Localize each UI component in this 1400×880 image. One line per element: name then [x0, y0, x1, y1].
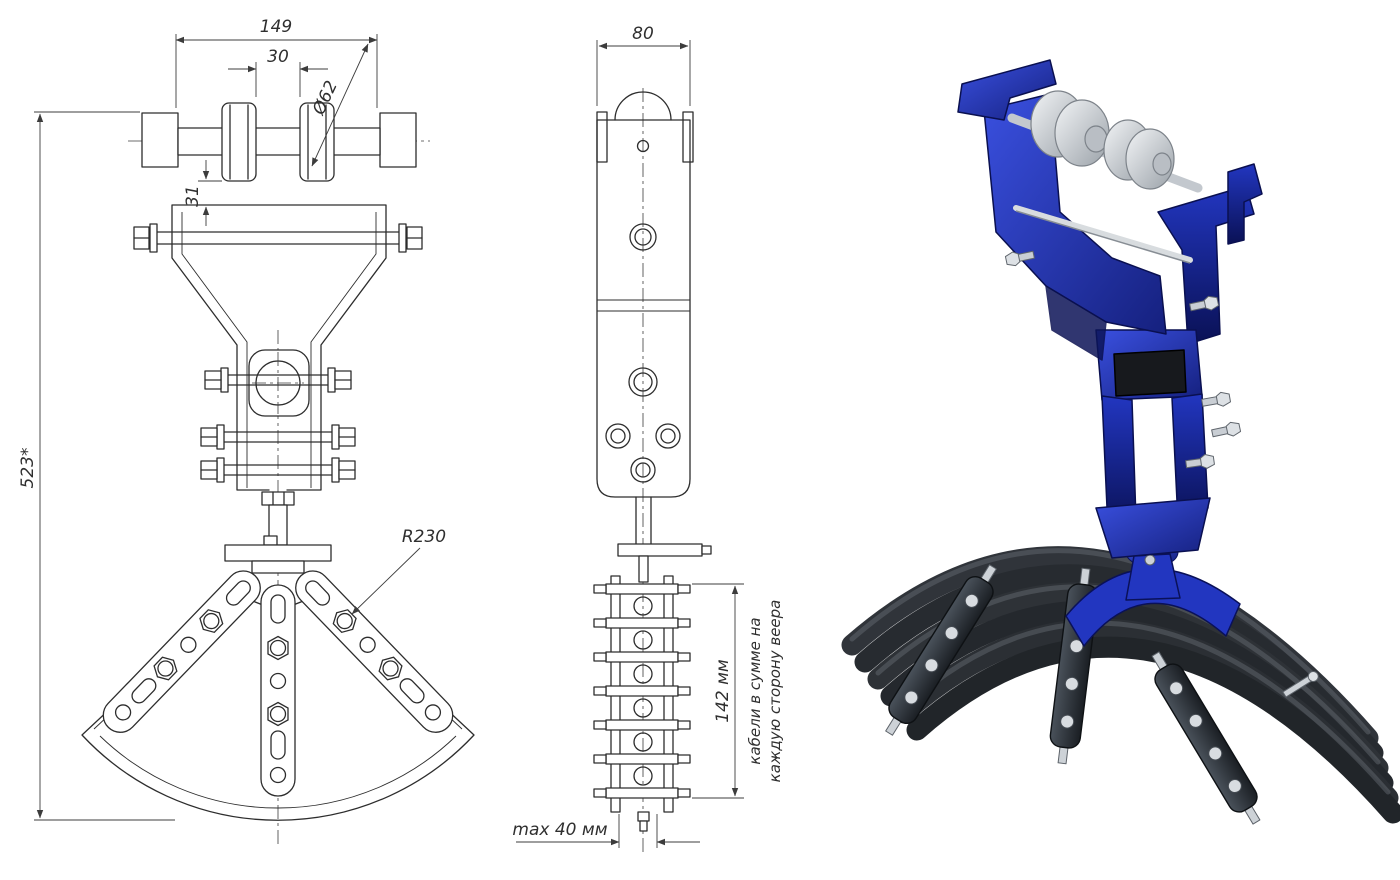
sheave: [248, 349, 310, 417]
side-roller-edge: [614, 91, 672, 153]
fan-strap-right: [288, 563, 461, 740]
roller-offset-label: 31: [183, 185, 203, 207]
clamp-cables: [633, 596, 653, 786]
leader-fan-radius: R230: [351, 527, 446, 615]
bolt-row-upper: [133, 223, 423, 253]
clamp-stack: [593, 575, 691, 832]
bracket-plate: [171, 204, 387, 491]
iso-rollers: [1007, 90, 1203, 193]
iso-swivel-nut: [1144, 554, 1156, 566]
dim-top-width: 149: [175, 17, 378, 108]
roller-gap-label: 30: [267, 47, 289, 67]
iso-right-tab: [1227, 163, 1263, 245]
iso-left-hook: [957, 59, 1057, 121]
iso-clevis-cap: [1095, 497, 1211, 559]
iso-inner-shadow: [1045, 285, 1107, 361]
iso-bracket: [957, 59, 1263, 559]
dim-roller-gap: 30: [228, 47, 328, 97]
top-width-label: 149: [260, 17, 292, 37]
iso-tie-rod: [1013, 205, 1193, 264]
side-top-width-label: 80: [632, 24, 654, 44]
note-line-2: каждую сторону веера: [766, 600, 784, 783]
dim-roller-offset: 31: [183, 160, 222, 226]
fan-radius-label: R230: [402, 527, 446, 547]
bolt-row-2: [200, 424, 356, 450]
dim-top-width-side: 80: [596, 24, 691, 106]
side-view: 80 142 мм кабели в сумме на каждую сторо…: [512, 24, 784, 856]
iso-end-bolt: [1282, 670, 1319, 698]
iso-cables: [841, 546, 1400, 824]
axle-assembly: [141, 102, 417, 182]
iso-view: [841, 59, 1400, 831]
bolt-row-3: [200, 457, 356, 483]
overall-height-label: 523*: [18, 448, 38, 489]
bolt-row-1: [204, 367, 352, 393]
max-bundle-width-label: max 40 мм: [512, 820, 607, 840]
iso-rubber-block: [1113, 349, 1187, 397]
fan-strap-left: [95, 563, 268, 740]
dim-max-bundle-width: max 40 мм: [512, 814, 700, 848]
dim-overall-height: 523*: [18, 111, 175, 821]
side-holes: [605, 223, 681, 483]
iso-saddle: [1065, 568, 1241, 647]
fan-strap-center: [260, 584, 296, 797]
fan-mount: [224, 535, 332, 590]
front-view: 523* 149 30 Ø62 31 R230: [18, 17, 475, 848]
roller-right: [299, 102, 335, 182]
note-cables: кабели в сумме на каждую сторону веера: [746, 600, 784, 783]
iso-swivel: [1125, 553, 1181, 601]
roller-left: [221, 102, 257, 182]
side-stem: [617, 496, 712, 583]
note-line-1: кабели в сумме на: [746, 617, 764, 764]
clamp-height-label: 142 мм: [713, 659, 733, 723]
dim-clamp-height: 142 мм: [692, 583, 744, 799]
side-plate: [596, 111, 694, 498]
